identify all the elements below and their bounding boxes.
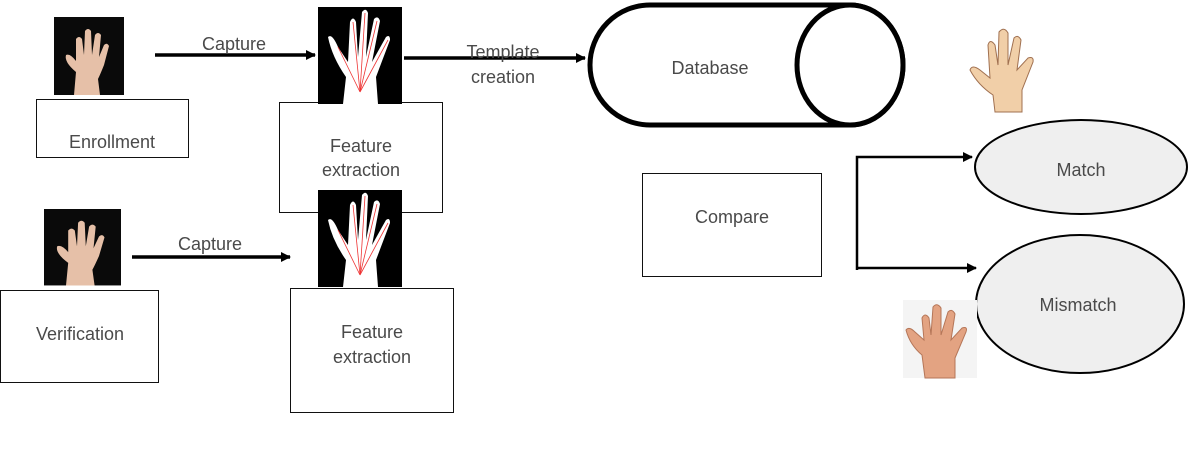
template-label-1: Template [466, 42, 540, 62]
match-label: Match [1056, 160, 1106, 180]
verification-label: Verification [35, 324, 125, 344]
capture-label-enroll: Capture [201, 34, 267, 54]
match-arrow [855, 152, 973, 270]
verification-box [0, 290, 159, 383]
match-hand-icon [969, 28, 1034, 113]
verification-feature-image [317, 189, 403, 288]
mismatch-hand-icon [905, 304, 967, 379]
compare-label: Compare [694, 207, 770, 227]
enrollment-feature-image [317, 6, 403, 105]
feature-label-enroll-2: extraction [321, 160, 401, 180]
verification-hand-photo [44, 209, 121, 286]
enrollment-label: Enrollment [68, 132, 156, 152]
match-ellipse [974, 119, 1188, 215]
mismatch-label: Mismatch [1039, 295, 1117, 315]
feature-label-verify-1: Feature [340, 322, 404, 342]
feature-label-verify-2: extraction [332, 347, 412, 367]
enrollment-hand-photo [54, 17, 124, 95]
database-cylinder [587, 2, 906, 128]
enrollment-box [36, 99, 189, 158]
compare-box [642, 173, 822, 277]
feature-label-enroll-1: Feature [329, 136, 393, 156]
template-label-2: creation [470, 67, 536, 87]
database-label: Database [671, 58, 749, 78]
capture-label-verify: Capture [177, 234, 243, 254]
feature-extraction-box-verify [290, 288, 454, 413]
